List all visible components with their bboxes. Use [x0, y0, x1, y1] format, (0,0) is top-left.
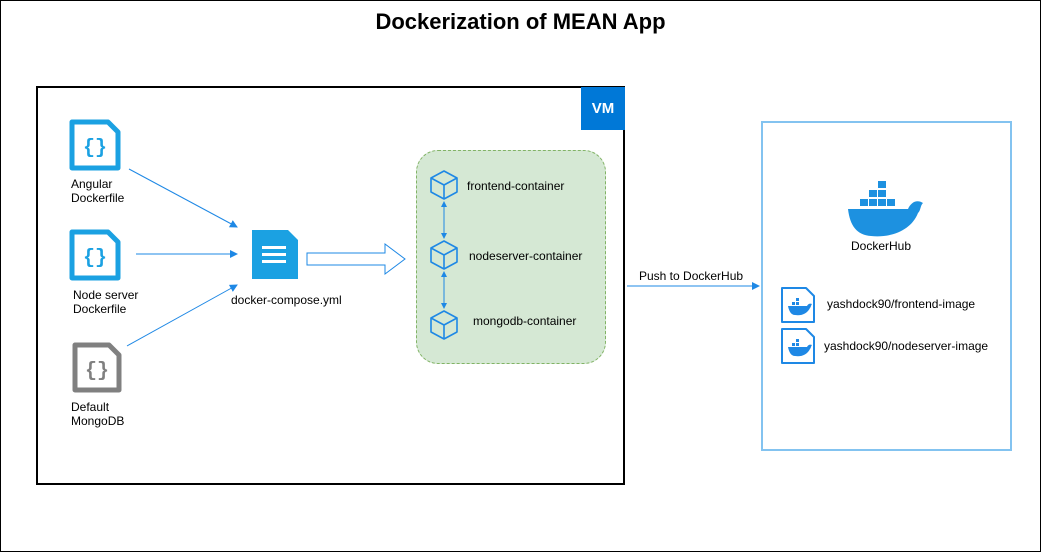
container-label-frontend: frontend-container: [467, 179, 565, 193]
docker-image-icon: [781, 328, 815, 364]
dockerhub-label: DockerHub: [851, 239, 912, 253]
cube-icon: [430, 240, 458, 270]
container-group: [416, 150, 606, 364]
container-label-mongodb: mongodb-container: [473, 314, 577, 328]
block-arrow: [306, 243, 406, 275]
label-line: Dockerfile: [73, 302, 127, 316]
code-file-icon: {}: [69, 229, 121, 281]
label-line: MongoDB: [71, 414, 125, 428]
label-line: Dockerfile: [71, 191, 125, 205]
code-file-icon: {}: [72, 342, 122, 393]
svg-text:{}: {}: [83, 247, 107, 270]
vm-badge: VM: [581, 87, 625, 130]
diagram-title: Dockerization of MEAN App: [375, 9, 666, 34]
arrow-connector: [128, 168, 238, 228]
dockerhub-boundary: [761, 121, 1012, 451]
svg-text:{}: {}: [85, 360, 109, 383]
cube-icon: [430, 170, 458, 200]
container-label-nodeserver: nodeserver-container: [469, 249, 583, 263]
dockerfile-label-angular: Angular Dockerfile: [71, 177, 124, 205]
image-label-nodeserver: yashdock90/nodeserver-image: [824, 339, 989, 353]
document-icon: [252, 230, 298, 279]
code-file-icon: {}: [69, 119, 121, 171]
label-line: Angular: [71, 177, 113, 191]
svg-text:{}: {}: [83, 137, 107, 160]
docker-image-icon: [781, 287, 815, 323]
image-label-frontend: yashdock90/frontend-image: [827, 297, 976, 311]
dockerfile-label-nodeserver: Node server Dockerfile: [73, 288, 138, 316]
vm-boundary: [36, 86, 625, 485]
label-line: Node server: [73, 288, 139, 302]
cube-icon: [430, 310, 458, 340]
dockerfile-label-mongodb: Default MongoDB: [71, 400, 124, 428]
compose-label: docker-compose.yml: [231, 293, 342, 307]
label-line: Default: [71, 400, 110, 414]
docker-whale-icon: [848, 181, 923, 237]
arrow-connector: [126, 284, 238, 347]
push-label: Push to DockerHub: [639, 269, 744, 283]
